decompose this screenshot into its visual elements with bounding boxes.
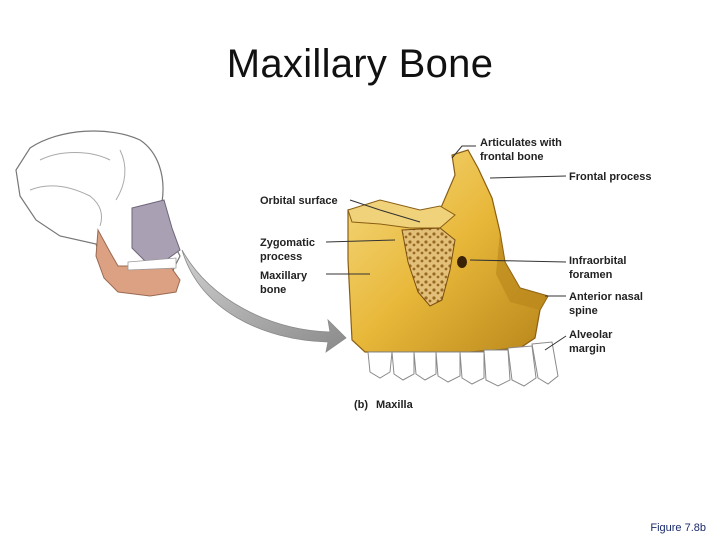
label-articulates-line1: Articulates with	[480, 137, 562, 149]
caption-name: Maxilla	[376, 399, 414, 411]
label-infraorbital-line2: foramen	[569, 269, 613, 281]
skull-maxilla-highlight	[131, 199, 181, 263]
label-zygomatic-line2: process	[260, 251, 302, 263]
label-nasal-spine-line1: Anterior nasal	[569, 291, 643, 303]
label-alveolar-line1: Alveolar	[569, 329, 613, 341]
label-articulates-line2: frontal bone	[480, 151, 544, 163]
leader-lines	[325, 145, 567, 351]
label-orbital-surface: Orbital surface	[260, 195, 338, 207]
foramen-hole	[457, 256, 467, 268]
label-maxillary-line1: Maxillary	[260, 270, 308, 282]
label-maxillary-line2: bone	[260, 284, 286, 296]
skull-thumbnail	[15, 130, 181, 297]
label-alveolar-line2: margin	[569, 343, 606, 355]
label-frontal-process: Frontal process	[569, 171, 652, 183]
label-zygomatic-line1: Zygomatic	[260, 237, 315, 249]
label-infraorbital-line1: Infraorbital	[569, 255, 626, 267]
teeth-row	[367, 341, 559, 387]
spongy-bone-section	[401, 227, 456, 307]
direction-arrow	[181, 249, 347, 353]
figure-reference: Figure 7.8b	[650, 522, 706, 534]
slide-title: Maxillary Bone	[226, 42, 494, 86]
maxilla-bone-illustration	[347, 149, 549, 353]
caption-part: (b)	[354, 399, 368, 411]
label-nasal-spine-line2: spine	[569, 305, 598, 317]
skull-mandible	[95, 228, 181, 297]
